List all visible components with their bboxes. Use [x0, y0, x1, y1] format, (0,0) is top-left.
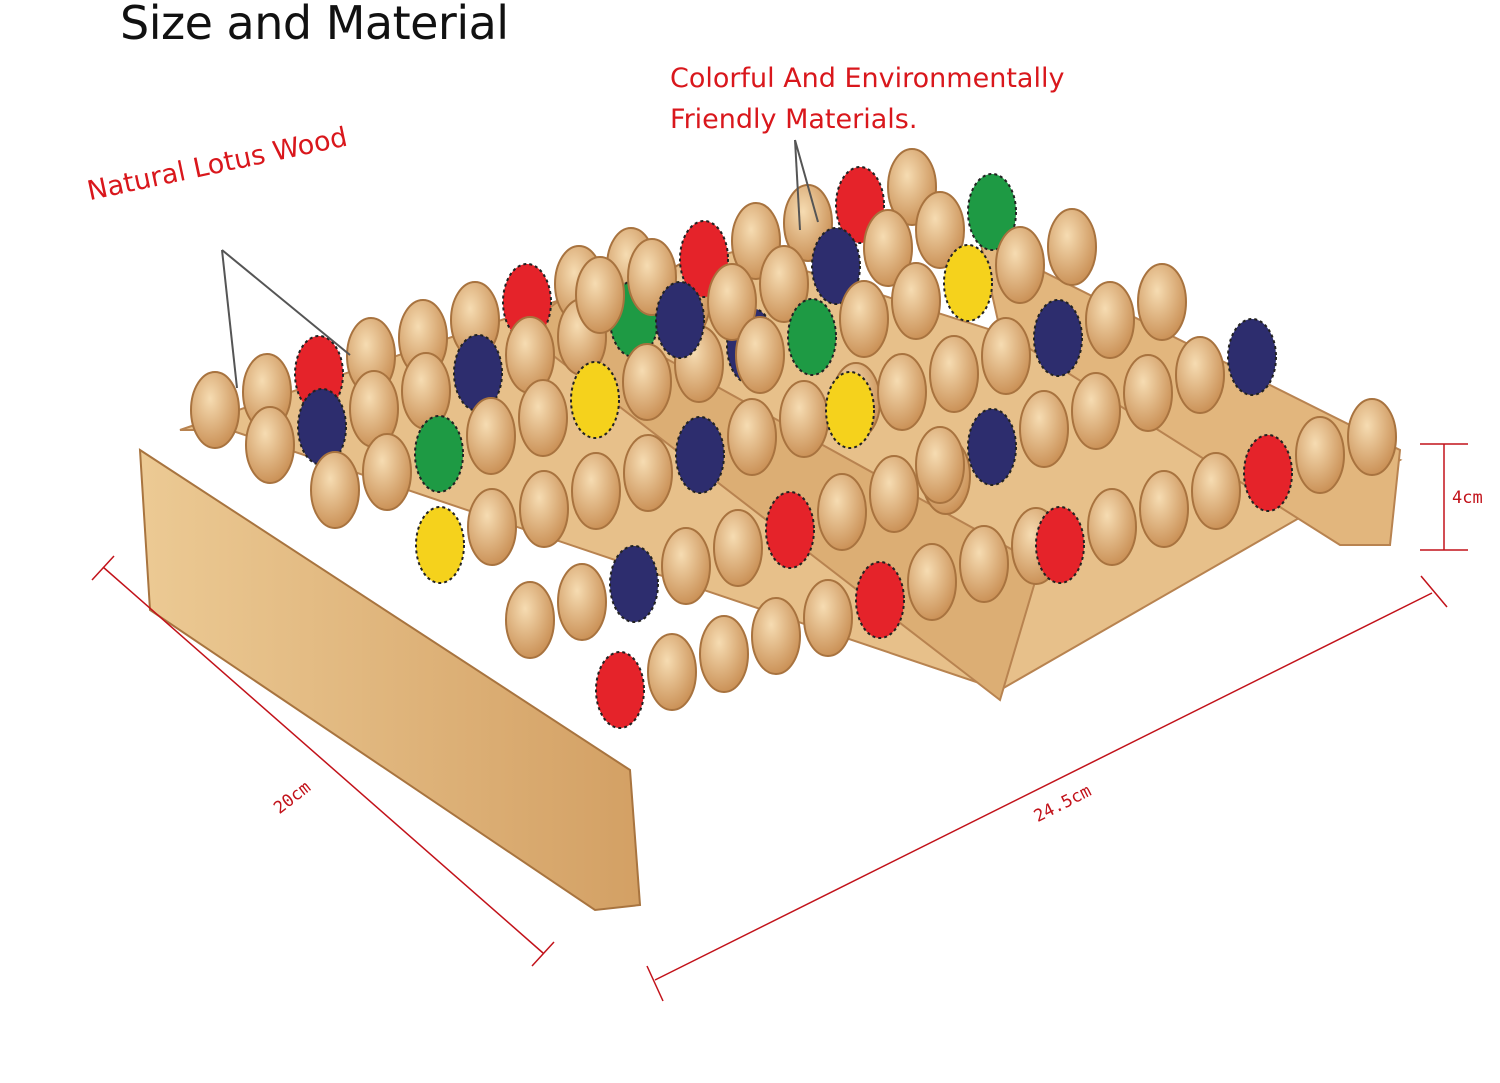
wood-bead: [467, 488, 517, 566]
wood-bead: [915, 426, 965, 504]
wood-bead: [1085, 281, 1135, 359]
roller-row: [735, 208, 1097, 394]
spiked-bead: [675, 416, 725, 494]
spiked-bead: [787, 298, 837, 376]
spiked-bead: [414, 415, 464, 493]
wood-bead: [929, 335, 979, 413]
wood-bead: [647, 633, 697, 711]
spiked-bead: [1243, 434, 1293, 512]
wood-bead: [735, 316, 785, 394]
spiked-bead: [943, 244, 993, 322]
wood-bead: [1139, 470, 1189, 548]
spiked-bead: [570, 361, 620, 439]
spiked-bead: [825, 371, 875, 449]
wood-bead: [959, 525, 1009, 603]
roller-rows: [190, 148, 1397, 729]
wood-bead: [1071, 372, 1121, 450]
wood-bead: [575, 256, 625, 334]
wood-bead: [622, 343, 672, 421]
wood-bead: [518, 379, 568, 457]
wood-bead: [1191, 452, 1241, 530]
wood-bead: [869, 455, 919, 533]
wood-bead: [779, 380, 829, 458]
wood-bead: [713, 509, 763, 587]
wood-bead: [915, 191, 965, 269]
spiked-bead: [811, 227, 861, 305]
wood-bead: [839, 280, 889, 358]
wood-bead: [1047, 208, 1097, 286]
wood-bead: [1137, 263, 1187, 341]
roller-row: [1035, 398, 1397, 584]
wood-bead: [571, 452, 621, 530]
wood-bead: [1295, 416, 1345, 494]
callout-line-2: Friendly Materials.: [670, 104, 918, 135]
roller-row: [825, 263, 1187, 449]
callout-pointers: [221, 139, 819, 389]
spiked-bead: [655, 281, 705, 359]
roller-row: [655, 173, 1017, 359]
roller-row: [915, 318, 1277, 504]
spiked-bead: [415, 506, 465, 584]
spiked-bead: [765, 491, 815, 569]
spiked-bead: [1035, 506, 1085, 584]
spiked-bead: [609, 545, 659, 623]
wood-bead: [505, 581, 555, 659]
spiked-bead: [1227, 318, 1277, 396]
spiked-bead: [855, 561, 905, 639]
spiked-bead: [595, 651, 645, 729]
wood-bead: [995, 226, 1045, 304]
wood-bead: [891, 262, 941, 340]
spiked-bead: [967, 408, 1017, 486]
wood-bead: [466, 397, 516, 475]
wood-bead: [1175, 336, 1225, 414]
wood-bead: [1087, 488, 1137, 566]
wood-bead: [863, 209, 913, 287]
wood-bead: [981, 317, 1031, 395]
wood-bead: [519, 470, 569, 548]
wood-bead: [1019, 390, 1069, 468]
dimension-lines: [91, 443, 1468, 1002]
wood-bead: [1123, 354, 1173, 432]
wood-bead: [1347, 398, 1397, 476]
wood-bead: [707, 263, 757, 341]
spiked-bead: [1033, 299, 1083, 377]
dimension-height-label: 4cm: [1452, 488, 1483, 508]
wood-bead: [803, 579, 853, 657]
wood-bead: [907, 543, 957, 621]
page-title: Size and Material: [120, 0, 509, 50]
wood-bead: [362, 433, 412, 511]
wood-bead: [727, 398, 777, 476]
wood-bead: [245, 406, 295, 484]
wood-bead: [310, 451, 360, 529]
callout-colorful-materials: Colorful And Environmentally Friendly Ma…: [670, 58, 1064, 140]
wood-bead: [699, 615, 749, 693]
wood-bead: [759, 245, 809, 323]
wood-bead: [190, 371, 240, 449]
wood-bead: [661, 527, 711, 605]
wood-bead: [557, 563, 607, 641]
spiked-bead: [967, 173, 1017, 251]
wood-bead: [817, 473, 867, 551]
wood-bead: [877, 353, 927, 431]
wood-bead: [751, 597, 801, 675]
callout-line-1: Colorful And Environmentally: [670, 63, 1065, 94]
wood-bead: [623, 434, 673, 512]
